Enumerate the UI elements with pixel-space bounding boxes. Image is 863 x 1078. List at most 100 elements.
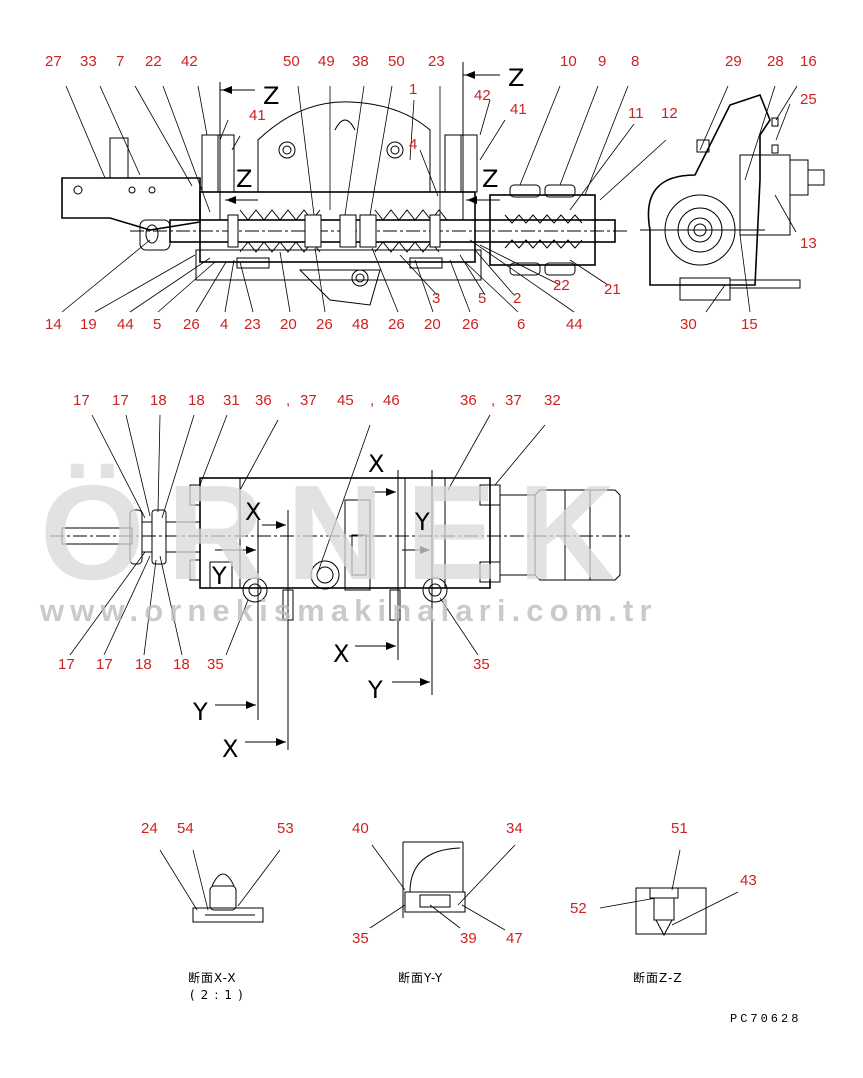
callout-label: 4 [409, 136, 418, 153]
callout-label: 44 [117, 316, 134, 333]
callout-label: 6 [517, 316, 526, 333]
callout-label: 2 [513, 290, 522, 307]
callout-label: 41 [510, 101, 527, 118]
callout-label: 27 [45, 53, 62, 70]
z-marker-3: Z [236, 165, 254, 193]
callout-label: 1 [409, 81, 418, 98]
callout-label: , [286, 392, 291, 409]
callout-label: 11 [628, 105, 644, 122]
callout-label: 47 [506, 930, 523, 947]
y-marker-3: Y [368, 676, 384, 704]
top-side-view [640, 94, 825, 301]
callout-label: 24 [141, 820, 158, 837]
y-marker-4: Y [193, 698, 209, 726]
top-leader-lines [61, 85, 798, 313]
callout-label: 18 [188, 392, 205, 409]
callout-label: 22 [145, 53, 162, 70]
callout-label: 12 [661, 105, 678, 122]
callout-label: 7 [116, 53, 125, 70]
callout-label: 22 [553, 277, 570, 294]
section-title-x-x: 断面X-X [188, 971, 237, 985]
callout-label: 17 [96, 656, 113, 673]
callout-label: 5 [478, 290, 487, 307]
callout-label: 16 [800, 53, 817, 70]
callout-label: 50 [388, 53, 405, 70]
section-z-z-view [599, 849, 739, 937]
callout-label: 35 [207, 656, 224, 673]
callout-label: 4 [220, 316, 229, 333]
callout-label: 37 [300, 392, 317, 409]
x-marker-1: X [368, 450, 386, 478]
callout-label: , [370, 392, 375, 409]
section-y-y-view [369, 841, 516, 931]
middle-leader-lines [69, 414, 546, 656]
callout-label: 32 [544, 392, 561, 409]
callout-label: 17 [73, 392, 90, 409]
callout-label: 35 [473, 656, 490, 673]
callout-label: 18 [173, 656, 190, 673]
callout-label: 17 [58, 656, 75, 673]
z-marker-1: Z [263, 82, 281, 110]
callout-label: 26 [316, 316, 333, 333]
section-title-z-z: 断面Z-Z [633, 971, 683, 985]
callout-label: , [491, 392, 496, 409]
callout-label: 49 [318, 53, 335, 70]
callout-label: 8 [631, 53, 640, 70]
callout-label: 30 [680, 316, 697, 333]
callout-label: 46 [383, 392, 400, 409]
callout-label: 50 [283, 53, 300, 70]
callout-label: 33 [80, 53, 97, 70]
callout-label: 44 [566, 316, 583, 333]
callout-label: 36 [460, 392, 477, 409]
x-marker-3: X [333, 640, 351, 668]
callout-label: 43 [740, 872, 757, 889]
callout-label: 20 [280, 316, 297, 333]
callout-label: 38 [352, 53, 369, 70]
callout-label: 45 [337, 392, 354, 409]
callout-label: 48 [352, 316, 369, 333]
watermark-brand: ÖRNEK [40, 457, 638, 608]
callout-label: 19 [80, 316, 97, 333]
callout-label: 52 [570, 900, 587, 917]
callout-label: 25 [800, 91, 817, 108]
callout-label: 18 [135, 656, 152, 673]
z-marker-4: Z [482, 165, 500, 193]
callout-label: 39 [460, 930, 477, 947]
callout-label: 14 [45, 316, 62, 333]
callout-label: 42 [474, 87, 491, 104]
callout-label: 42 [181, 53, 198, 70]
callout-label: 17 [112, 392, 129, 409]
z-section-markers [219, 62, 500, 220]
callout-label: 28 [767, 53, 784, 70]
section-title-y-y: 断面Y-Y [398, 971, 444, 985]
callout-label: 10 [560, 53, 577, 70]
x-marker-2: X [245, 498, 263, 526]
callout-label: 9 [598, 53, 607, 70]
callout-label: 34 [506, 820, 523, 837]
section-x-x-view [159, 849, 281, 923]
callout-label: 23 [428, 53, 445, 70]
callout-label: 21 [604, 281, 621, 298]
top-cross-section [61, 101, 630, 306]
callout-label: 29 [725, 53, 742, 70]
callout-label: 26 [388, 316, 405, 333]
callout-label: 15 [741, 316, 758, 333]
callout-label: 40 [352, 820, 369, 837]
callout-label: 37 [505, 392, 522, 409]
x-marker-4: X [222, 735, 240, 763]
callout-label: 51 [671, 820, 688, 837]
section-scale-x-x: (2:1) [190, 988, 249, 1002]
callout-label: 35 [352, 930, 369, 947]
callout-label: 5 [153, 316, 162, 333]
callout-label: 36 [255, 392, 272, 409]
callout-label: 31 [223, 392, 240, 409]
callout-label: 26 [462, 316, 479, 333]
xy-section-markers [215, 470, 433, 750]
callout-label: 23 [244, 316, 261, 333]
z-marker-2: Z [508, 64, 526, 92]
callout-label: 3 [432, 290, 441, 307]
callout-label: 54 [177, 820, 194, 837]
callout-label: 13 [800, 235, 817, 252]
callout-label: 18 [150, 392, 167, 409]
